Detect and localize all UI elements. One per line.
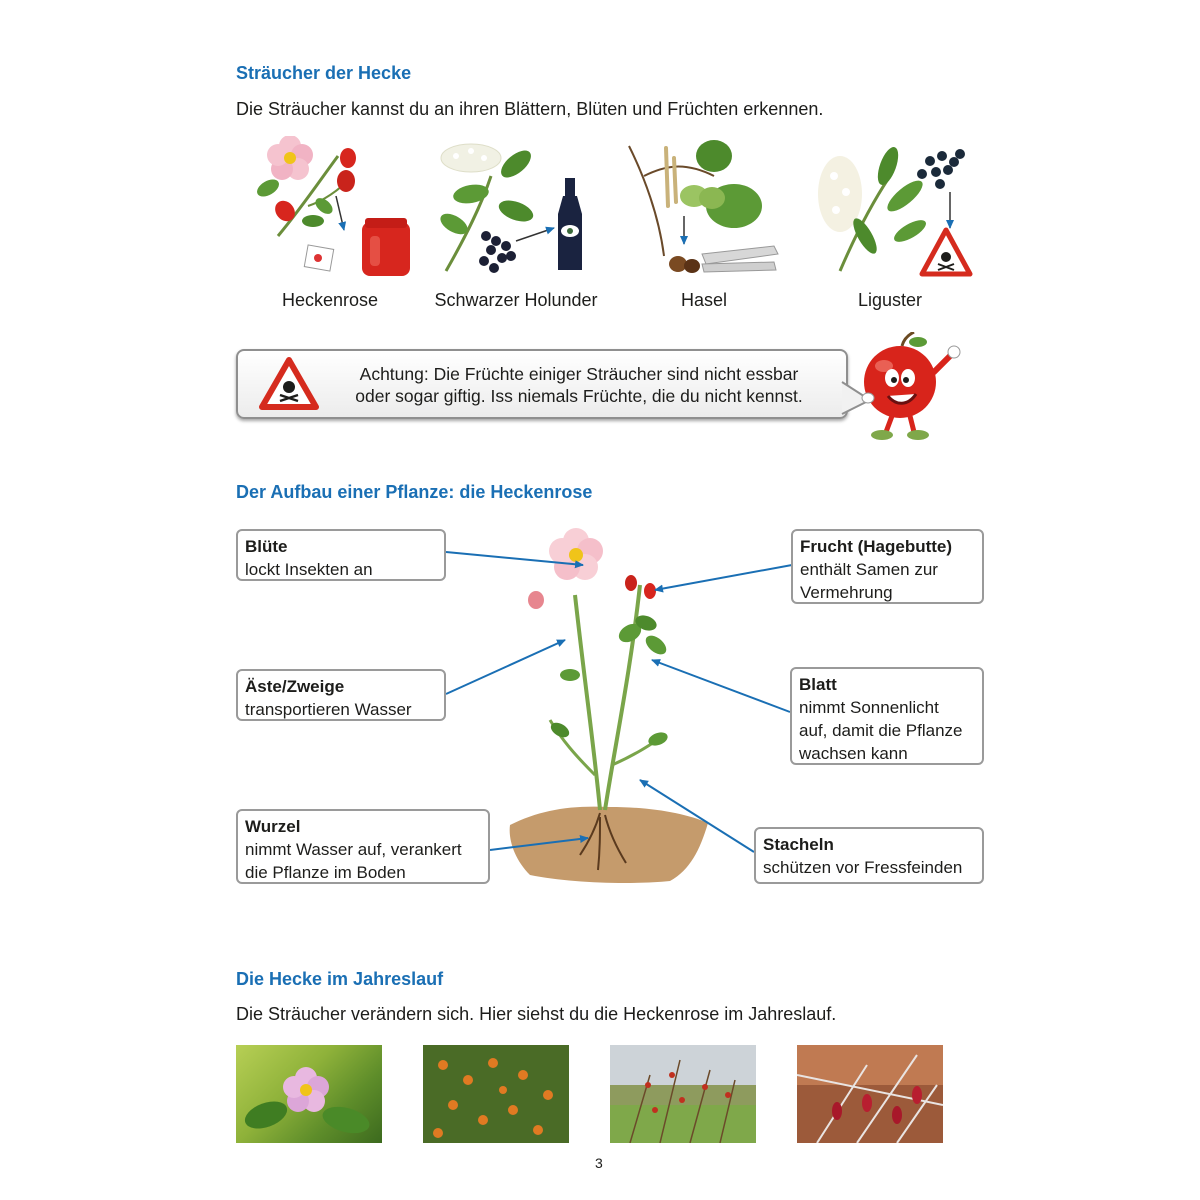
warning-box: Achtung: Die Früchte einiger Sträucher s… (236, 349, 848, 419)
label-desc-bluete: lockt Insekten an (245, 560, 373, 579)
label-desc-blatt-line3: wachsen kann (799, 744, 908, 763)
label-desc-frucht-line1: enthält Samen zur (800, 560, 938, 579)
label-title-wurzel: Wurzel (245, 817, 301, 836)
label-title-frucht: Frucht (Hagebutte) (800, 537, 953, 556)
label-title-bluete: Blüte (245, 537, 288, 556)
label-desc-blatt-line1: nimmt Sonnenlicht (799, 698, 939, 717)
season-photo-winter (797, 1045, 943, 1143)
holunder-illustration (440, 143, 582, 273)
section-intro-straeucher: Die Sträucher kannst du an ihren Blätter… (236, 99, 824, 119)
season-photo-autumn (610, 1045, 756, 1143)
label-desc-aeste: transportieren Wasser (245, 700, 412, 719)
page-number: 3 (595, 1155, 603, 1171)
label-box-wurzel: Wurzel nimmt Wasser auf, verankert die P… (236, 809, 490, 884)
liguster-illustration (818, 147, 973, 277)
warning-text-line1: Achtung: Die Früchte einiger Sträucher s… (359, 364, 799, 384)
heckenrose-illustration (257, 136, 410, 276)
season-photo-summer (423, 1045, 569, 1143)
warning-text-line2: oder sogar giftig. Iss niemals Früchte, … (355, 386, 803, 406)
section-heading-jahreslauf: Die Hecke im Jahreslauf (236, 969, 444, 989)
section-heading-aufbau: Der Aufbau einer Pflanze: die Heckenrose (236, 482, 593, 502)
label-desc-wurzel-line2: die Pflanze im Boden (245, 863, 406, 882)
season-photo-spring (236, 1045, 382, 1143)
label-box-frucht: Frucht (Hagebutte) enthält Samen zur Ver… (791, 529, 984, 604)
label-title-stacheln: Stacheln (763, 835, 834, 854)
shrub-label-liguster: Liguster (857, 290, 923, 310)
label-box-bluete: Blüte lockt Insekten an (236, 529, 446, 581)
label-box-aeste: Äste/Zweige transportieren Wasser (236, 669, 446, 721)
poison-warning-icon (259, 357, 319, 410)
hasel-illustration (628, 140, 779, 273)
label-desc-blatt-line2: auf, damit die Pflanze (799, 721, 963, 740)
shrub-label-hasel: Hasel (680, 290, 728, 310)
label-desc-wurzel-line1: nimmt Wasser auf, verankert (245, 840, 462, 859)
label-desc-frucht-line2: Vermehrung (800, 583, 893, 602)
apple-mascot-illustration (861, 332, 961, 440)
label-box-blatt: Blatt nimmt Sonnenlicht auf, damit die P… (790, 667, 984, 765)
section-heading-straeucher: Sträucher der Hecke (236, 63, 412, 83)
section-intro-jahreslauf: Die Sträucher verändern sich. Hier siehs… (236, 1004, 837, 1024)
shrub-label-holunder: Schwarzer Holunder (434, 290, 598, 310)
label-title-blatt: Blatt (799, 675, 837, 694)
label-title-aeste: Äste/Zweige (245, 677, 345, 696)
label-desc-stacheln: schützen vor Fressfeinden (763, 858, 963, 877)
label-box-stacheln: Stacheln schützen vor Fressfeinden (754, 827, 984, 884)
shrub-label-heckenrose: Heckenrose (281, 290, 379, 310)
heckenrose-plant-illustration (509, 528, 708, 883)
